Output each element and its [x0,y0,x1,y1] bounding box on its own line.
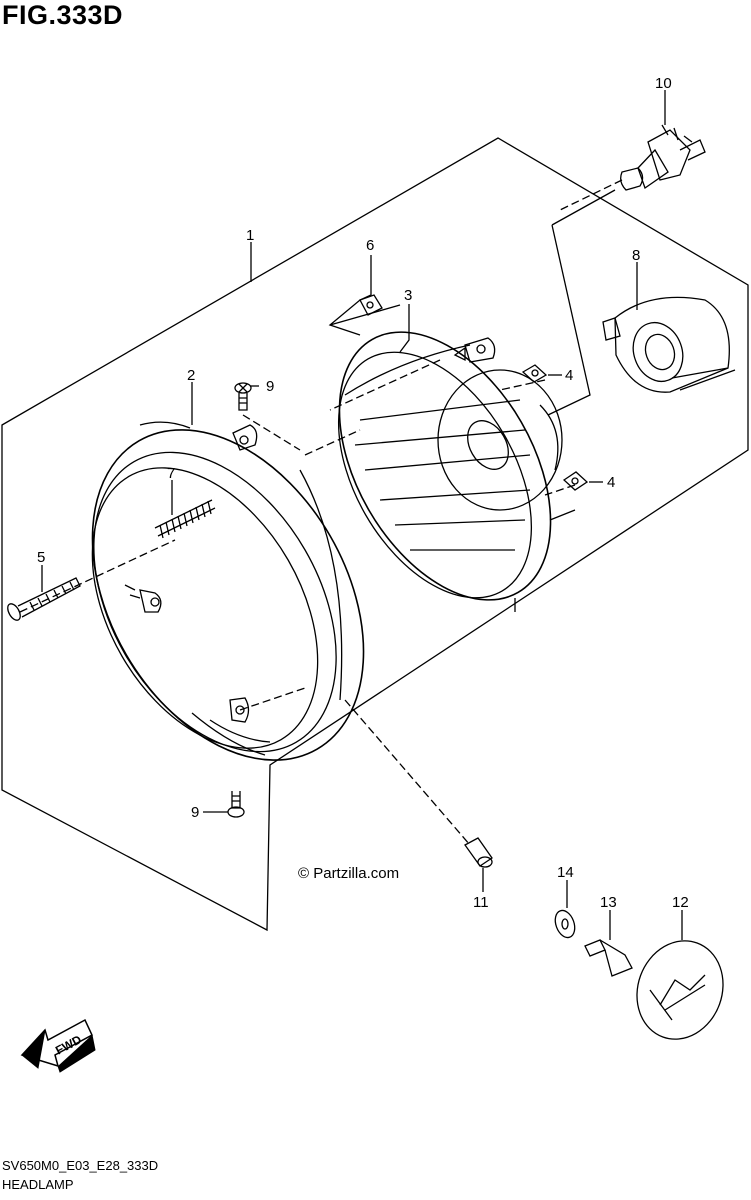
spring [154,499,216,539]
watermark: © Partzilla.com [298,865,399,882]
callout-4b: 4 [607,474,615,491]
callout-1: 1 [246,227,254,244]
bulb [620,124,706,191]
callout-2: 2 [187,367,195,384]
bulb-bracket [547,189,616,416]
fwd-arrow: FWD [20,1018,96,1073]
washer [554,909,576,939]
nut-4-upper [521,364,548,383]
footer-name: HEADLAMP [2,1177,74,1192]
callout-6: 6 [366,237,374,254]
callout-14: 14 [557,864,574,881]
callout-11: 11 [473,894,489,911]
assembly-outline [1,137,749,932]
screw-lower [227,791,245,818]
callout-8: 8 [632,247,640,264]
callout-4a: 4 [565,367,573,384]
footer-code: SV650M0_E03_E28_333D [2,1158,159,1173]
figure-title: FIG.333D [2,0,124,30]
callout-9a: 9 [266,378,274,395]
collar [584,939,633,977]
bolt-11 [464,837,493,868]
headlamp-unit [337,331,563,601]
callout-10: 10 [655,75,672,92]
adjusting-screw [7,577,81,621]
headlamp-rim [91,421,365,761]
leader-lines [41,90,683,940]
callout-3: 3 [404,287,412,304]
callout-12: 12 [672,894,689,911]
assembly-dashed-lines [19,179,623,846]
nut-6 [359,294,383,316]
callout-5: 5 [37,549,45,566]
callout-9b: 9 [191,804,199,821]
position-light [636,940,724,1040]
callout-13: 13 [600,894,617,911]
callout-7: 7 [167,465,175,482]
screw-upper [234,382,252,411]
bulb-cover [602,296,736,393]
